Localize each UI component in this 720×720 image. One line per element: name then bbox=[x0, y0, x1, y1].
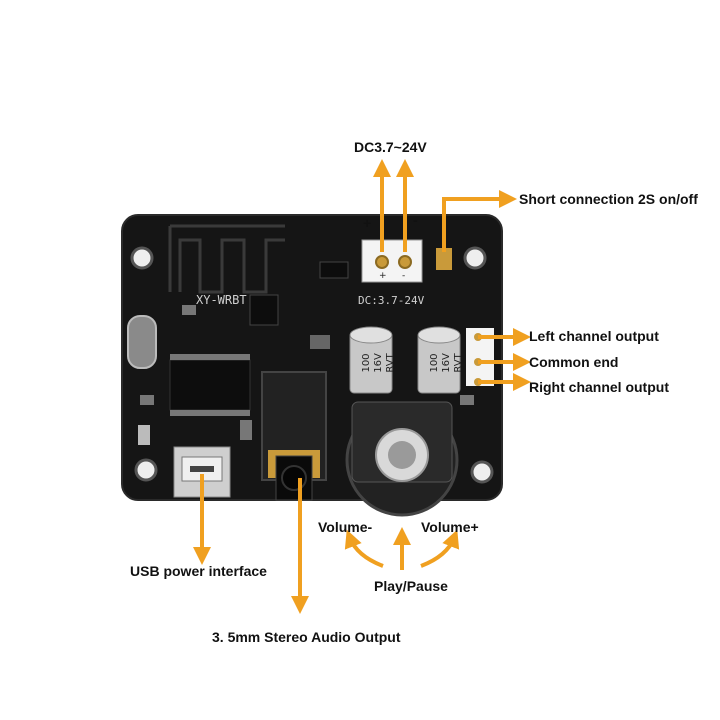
left-channel-label: Left channel output bbox=[529, 328, 659, 344]
svg-text:RVT: RVT bbox=[453, 352, 464, 372]
common-end-label: Common end bbox=[529, 354, 619, 370]
model-silkscreen: XY-WRBT bbox=[196, 293, 247, 307]
mounting-hole-icon bbox=[130, 246, 494, 484]
volume-plus-label: Volume+ bbox=[421, 519, 479, 535]
crystal-oscillator-icon bbox=[127, 315, 157, 369]
audio-jack-icon bbox=[261, 371, 327, 501]
svg-text:100: 100 bbox=[429, 353, 440, 372]
capacitor-icon: 100 16V RVT bbox=[349, 326, 396, 394]
power-terminal: + - bbox=[361, 239, 423, 283]
voltage-silkscreen: DC:3.7-24V bbox=[358, 294, 425, 307]
volume-minus-label: Volume- bbox=[318, 519, 373, 535]
svg-text:16V: 16V bbox=[373, 353, 384, 373]
svg-text:16V: 16V bbox=[441, 353, 452, 373]
bluetooth-antenna-icon bbox=[168, 224, 285, 294]
svg-text:+: + bbox=[379, 271, 387, 281]
svg-text:-: - bbox=[402, 271, 405, 281]
plus-label: + bbox=[363, 215, 372, 231]
svg-text:100: 100 bbox=[361, 353, 372, 372]
rotary-encoder-icon bbox=[345, 401, 459, 517]
bluetooth-chip-icon bbox=[169, 354, 251, 416]
minus-label: - bbox=[413, 212, 418, 228]
stereo-output-label: 3. 5mm Stereo Audio Output bbox=[212, 629, 401, 645]
right-channel-label: Right channel output bbox=[529, 379, 669, 395]
callout-arrows bbox=[193, 159, 531, 614]
capacitor-icon: 100 16V RVT bbox=[417, 326, 464, 394]
short-connection-pads bbox=[436, 248, 452, 270]
svg-text:RVT: RVT bbox=[385, 352, 396, 372]
power-label: DC3.7~24V bbox=[354, 139, 427, 155]
play-pause-label: Play/Pause bbox=[374, 578, 448, 594]
usb-power-label: USB power interface bbox=[130, 563, 267, 579]
short-connection-label: Short connection 2S on/off bbox=[519, 191, 698, 207]
pcb-board: XY-WRBT DC:3.7-24V + - 100 16V RVT bbox=[121, 214, 503, 517]
